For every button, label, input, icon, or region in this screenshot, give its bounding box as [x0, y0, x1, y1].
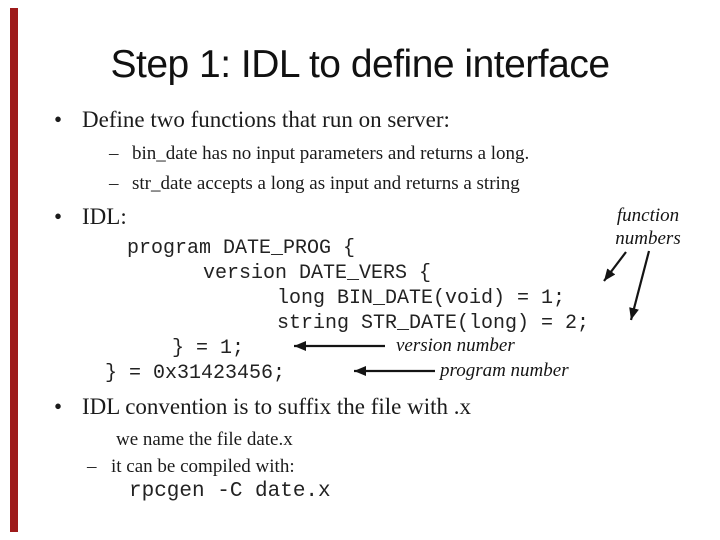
arrow-function-number-1: [603, 251, 627, 282]
arrow-function-number-2: [629, 250, 651, 321]
subtext-we-name-file: we name the file date.x: [116, 429, 293, 450]
subbullet-str-date: str_date accepts a long as input and ret…: [132, 173, 520, 194]
code-line-version: version DATE_VERS {: [203, 262, 432, 285]
code-line-str-date: string STR_DATE(long) = 2;: [277, 312, 590, 335]
dash-marker: –: [109, 143, 119, 164]
annotation-function-numbers-line2: numbers: [615, 228, 681, 249]
slide-title: Step 1: IDL to define interface: [110, 43, 610, 86]
bullet-idl-label: IDL:: [82, 204, 127, 229]
annotation-function-numbers-line1: function: [616, 205, 680, 226]
bullet-define-functions: Define two functions that run on server:: [82, 107, 450, 132]
annotation-version-number: version number: [396, 335, 515, 356]
bullet-marker: •: [54, 107, 63, 132]
code-compile-command: rpcgen -C date.x: [129, 480, 331, 503]
annotation-program-number: program number: [440, 360, 569, 381]
bullet-marker: •: [54, 394, 63, 419]
code-line-program: program DATE_PROG {: [127, 237, 356, 260]
left-accent-bar: [10, 8, 18, 532]
bullet-marker: •: [54, 204, 63, 229]
code-line-bin-date: long BIN_DATE(void) = 1;: [277, 287, 566, 310]
dash-marker: –: [87, 456, 97, 477]
bullet-idl-convention: IDL convention is to suffix the file wit…: [82, 394, 472, 419]
dash-marker: –: [109, 173, 119, 194]
subbullet-bin-date: bin_date has no input parameters and ret…: [132, 143, 530, 164]
code-line-version-close: } = 1;: [172, 337, 245, 360]
annotation-function-numbers: function numbers: [598, 204, 698, 250]
subbullet-compile-with: it can be compiled with:: [111, 456, 295, 477]
code-line-program-close: } = 0x31423456;: [105, 362, 286, 385]
